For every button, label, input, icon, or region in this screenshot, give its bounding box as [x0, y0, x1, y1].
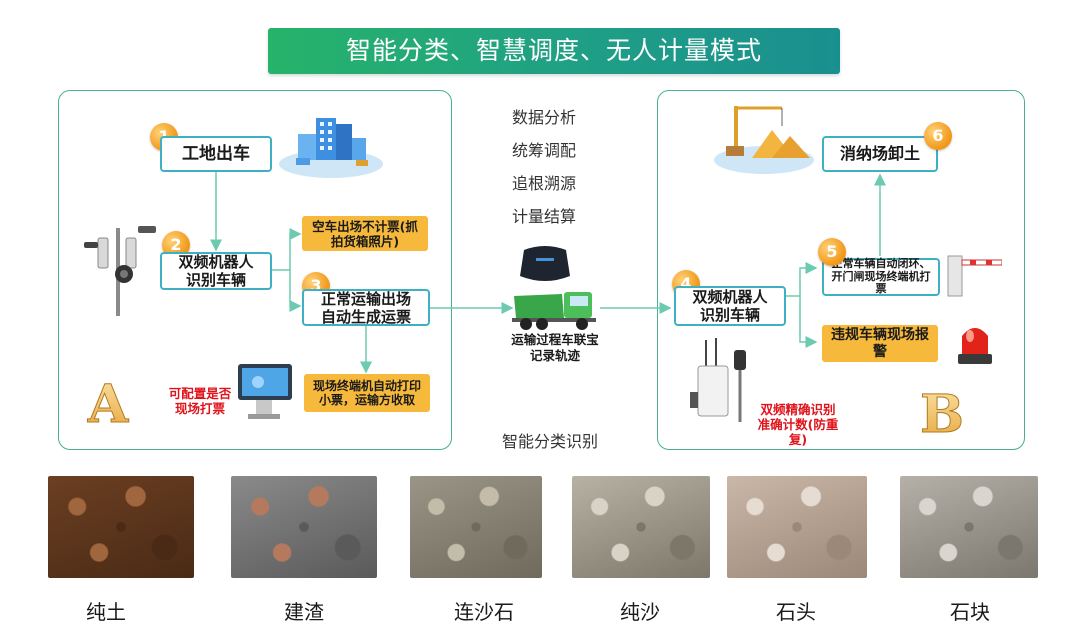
classification-label: 智能分类识别	[501, 432, 598, 451]
center-item-data-analysis: 数据分析	[511, 108, 576, 127]
center-item-settlement: 计量结算	[511, 207, 576, 226]
center-item-traceability: 追根溯源	[511, 174, 576, 193]
panel-b-letter: B	[920, 388, 964, 438]
material-caption-1: 纯土	[86, 600, 126, 624]
dual-frequency-device-icon	[690, 338, 746, 422]
empty-truck-no-ticket: 空车出场不计票(抓拍货箱照片)	[302, 216, 428, 251]
material-caption-3: 连沙石	[454, 600, 514, 624]
dump-truck-icon	[512, 292, 596, 330]
panel-b-letter-logo: B	[920, 388, 965, 438]
step-3-auto-ticket: 正常运输出场自动生成运票	[302, 289, 430, 326]
step-6-number: 6	[924, 122, 952, 150]
center-item-scheduling: 统筹调配	[511, 141, 576, 160]
vehicle-tracker-icon	[520, 246, 570, 281]
material-caption-6: 石块	[950, 600, 990, 624]
step-6-unloading: 消纳场卸土	[822, 136, 938, 172]
construction-site-icon	[279, 118, 383, 178]
material-photo-3	[410, 476, 542, 578]
step-4-vehicle-recognition: 双频机器人识别车辆	[674, 286, 786, 326]
panel-a-letter: A	[87, 378, 129, 428]
material-caption-2: 建渣	[284, 600, 324, 624]
material-photo-6	[900, 476, 1038, 578]
alarm-light-icon	[958, 328, 992, 364]
disposal-yard-icon	[714, 106, 814, 174]
dual-frequency-robot-icon	[84, 226, 156, 316]
step-5-normal-vehicle: 正常车辆自动闭环、开门闸现场终端机打票	[822, 257, 940, 296]
transport-tracking-caption: 运输过程车联宝记录轨迹	[511, 332, 599, 363]
step-1-site-departure: 工地出车	[160, 136, 272, 172]
terminal-print-ticket: 现场终端机自动打印小票，运输方收取	[304, 374, 430, 412]
material-caption-5: 石头	[776, 600, 816, 624]
print-config-note: 可配置是否现场打票	[168, 386, 232, 416]
kiosk-terminal-icon	[238, 364, 292, 419]
material-caption-4: 纯沙	[620, 600, 660, 624]
step-5-number: 5	[818, 238, 846, 266]
panel-a-letter-logo: A	[86, 378, 129, 428]
material-photo-1	[48, 476, 194, 578]
dual-frequency-note: 双频精确识别准确计数(防重复)	[757, 402, 839, 447]
page-title: 智能分类、智慧调度、无人计量模式	[268, 28, 840, 74]
material-photo-4	[572, 476, 710, 578]
violation-alarm: 违规车辆现场报警	[822, 325, 938, 362]
material-photo-2	[231, 476, 377, 578]
material-photo-5	[727, 476, 867, 578]
step-2-vehicle-recognition: 双频机器人识别车辆	[160, 252, 272, 290]
barrier-gate-icon	[947, 255, 1002, 297]
